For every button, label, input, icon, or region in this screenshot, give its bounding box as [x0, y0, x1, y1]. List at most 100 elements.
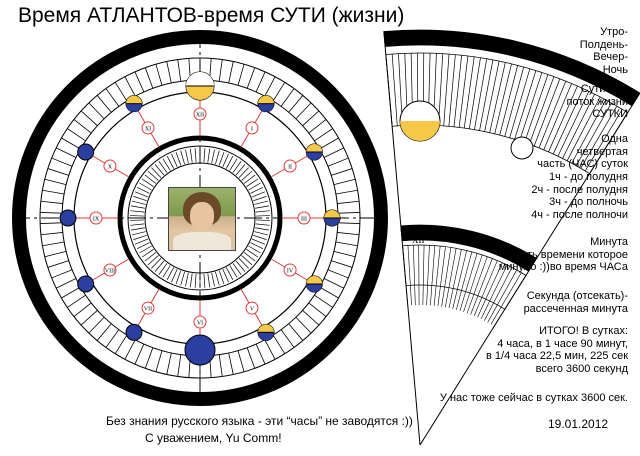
night-moon-icon	[78, 144, 94, 160]
suti-tok-text: Сути ток- поток жизни СУТКИ	[567, 83, 629, 121]
minute-tick	[303, 111, 319, 126]
chas-line-4: 1ч - до полудня	[531, 171, 628, 184]
inner-tick	[132, 232, 146, 235]
minute-tick	[219, 60, 222, 82]
minute-tick	[324, 148, 344, 158]
minute-tick	[97, 324, 111, 341]
chas-line-3: часть (ЧАС) суток	[531, 158, 628, 171]
roman-numeral: IX	[93, 217, 100, 223]
roman-numeral: X	[108, 165, 113, 171]
minute-tick	[178, 60, 181, 82]
inner-tick	[133, 196, 146, 200]
inner-tick	[212, 150, 215, 164]
inner-tick	[254, 201, 268, 204]
chas-line-7: 4ч - после полночи	[531, 209, 628, 222]
minute-tick	[219, 355, 222, 377]
minute-tick	[337, 201, 359, 203]
sun-icon	[324, 210, 340, 226]
sun-icon	[186, 72, 214, 100]
inner-tick	[255, 228, 269, 230]
inner-tick	[155, 261, 164, 272]
suti-line-3: СУТКИ	[567, 108, 629, 121]
day-parts-text: Утро- Полдень- Вечер- Ночь	[580, 26, 628, 77]
inner-tick	[176, 152, 181, 165]
minute-tick	[81, 310, 97, 325]
inner-tick	[254, 232, 268, 235]
inner-tick	[132, 201, 146, 204]
inner-tick	[256, 211, 270, 212]
chas-line-5: 2ч - после полудня	[531, 184, 628, 197]
minute-tick	[320, 138, 339, 149]
inner-tick	[236, 261, 245, 272]
minute-tick	[334, 251, 355, 256]
minute-tick	[328, 270, 348, 278]
minute-tick	[314, 295, 332, 307]
minute-tick	[167, 353, 172, 375]
minute-tick	[238, 64, 244, 85]
minute-tick	[61, 287, 80, 298]
minute-tick	[81, 111, 97, 126]
inner-tick	[204, 148, 205, 162]
sun-icon	[126, 96, 142, 112]
night-moon-icon	[126, 324, 142, 340]
inner-tick	[252, 192, 265, 197]
minute-tick	[338, 223, 360, 224]
roman-numeral: VII	[144, 307, 152, 313]
itogo-line-3: в 1/4 часа 22,5 мин, 225 сек	[486, 350, 628, 363]
minute-tick	[273, 82, 285, 101]
minute-tick	[61, 138, 80, 149]
inner-tick	[176, 271, 181, 284]
minuta-line-3: минуло :))во время ЧАСа	[499, 261, 628, 274]
photo-shirt	[173, 232, 231, 251]
inner-tick	[181, 151, 185, 164]
night-moon-icon	[185, 335, 215, 365]
itogo-text: ИТОГО! В сутках: 4 часа, в 1 часе 90 мин…	[486, 325, 628, 376]
inner-tick	[242, 171, 252, 180]
minute-tick	[52, 270, 72, 278]
minute-tick	[178, 355, 181, 377]
inner-tick	[256, 224, 270, 225]
minute-tick	[42, 242, 64, 246]
inner-tick	[242, 255, 252, 264]
roman-numeral: XI	[145, 126, 151, 132]
sun-icon	[258, 96, 274, 112]
inner-tick	[223, 269, 229, 282]
minute-tick	[238, 351, 244, 372]
minute-tick	[328, 158, 348, 166]
inner-tick	[219, 271, 224, 284]
roman-numeral: V	[250, 307, 255, 313]
minute-tick	[42, 190, 64, 194]
minute-tick	[309, 119, 326, 133]
minute-tick	[135, 72, 144, 92]
inner-tick	[195, 274, 196, 288]
suti-line-2: поток жизни	[567, 96, 629, 109]
minute-tick	[145, 348, 153, 369]
minute-tick	[336, 190, 358, 194]
inner-tick	[151, 168, 161, 178]
night-moon-icon	[78, 276, 94, 292]
suti-line-1: Сути ток-	[567, 83, 629, 96]
diagram-title: Время АТЛАНТОВ-время СУТИ (жизни)	[18, 4, 404, 28]
minute-tick	[320, 287, 339, 298]
inner-tick	[208, 273, 210, 287]
minute-tick	[265, 340, 275, 359]
inner-tick	[215, 151, 219, 164]
minute-tick	[289, 324, 303, 341]
itogo-line-4: всего 3600 секунд	[486, 363, 628, 376]
inner-tick	[172, 269, 178, 282]
photo-face	[190, 202, 214, 230]
minute-tick	[229, 353, 234, 375]
minuta-definition-text: Минута - часть времени которое минуло :)…	[499, 236, 628, 274]
minute-tick	[273, 335, 285, 354]
day-part-night: Ночь	[580, 64, 628, 77]
minute-tick	[56, 278, 76, 288]
roman-numeral: I	[251, 126, 253, 132]
inner-tick	[212, 273, 215, 287]
roman-numeral: VIII	[105, 269, 115, 275]
minute-tick	[336, 242, 358, 246]
inner-tick	[215, 272, 219, 285]
minute-tick	[125, 77, 135, 96]
roman-numeral: III	[301, 217, 307, 223]
